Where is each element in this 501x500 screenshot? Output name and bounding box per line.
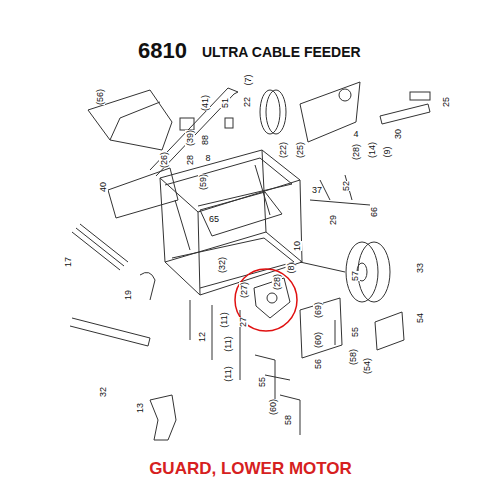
callout-number: 55 [257, 377, 267, 387]
rod-part [70, 318, 150, 346]
callout-number: (28) [272, 274, 282, 290]
callout-number: (11) [223, 336, 233, 351]
callout-number: 30 [393, 129, 403, 139]
callout-number: 12 [197, 332, 207, 342]
callout-number: 40 [98, 182, 108, 192]
bushing-part [225, 118, 233, 128]
callout-number: (69) [313, 302, 323, 318]
callout-number: (8) [285, 263, 295, 274]
callout-number: (32) [217, 257, 227, 273]
callout-number: 17 [63, 257, 73, 267]
pulley-disc [260, 90, 280, 134]
callout-number: 8 [205, 153, 210, 163]
wheel [346, 242, 378, 302]
caption: GUARD, LOWER MOTOR [0, 459, 501, 479]
callout-number: 57 [350, 271, 360, 281]
callout-number: (59) [198, 174, 208, 190]
callout-number: (9) [381, 147, 391, 158]
callout-number: (39) [185, 130, 195, 146]
callout-number: 32 [98, 387, 108, 397]
callout-number: (14) [367, 142, 377, 158]
callout-number: 66 [369, 207, 379, 217]
highlight-circle [235, 269, 297, 331]
callout-number: (22) [278, 142, 288, 158]
callout-number: (60) [313, 332, 323, 348]
bar-part [380, 104, 430, 124]
pin-part [255, 320, 335, 435]
callout-number: 25 [441, 97, 451, 107]
frame-top [160, 150, 300, 212]
callout-number: (26) [159, 152, 169, 168]
callout-number: 56 [313, 359, 323, 369]
frame-posts [160, 150, 302, 295]
callout-number: 52 [341, 181, 351, 191]
callout-number: 19 [123, 290, 133, 300]
callout-number: 28 [185, 155, 195, 165]
callout-number: 54 [415, 313, 425, 323]
callout-number: 29 [328, 215, 338, 225]
callout-number: 88 [200, 135, 210, 145]
callout-number: (11) [223, 366, 233, 381]
callout-number: (25) [295, 142, 305, 158]
motor-plate [300, 298, 342, 358]
rod-part [72, 224, 128, 270]
callout-number: (56) [95, 89, 105, 105]
bracket-plate [375, 312, 404, 350]
guard-hole [267, 293, 277, 303]
frame-bottom [165, 232, 302, 295]
belt-plate [300, 82, 360, 142]
rod-part [310, 175, 370, 205]
pulley-disc [266, 90, 286, 134]
callout-number: 33 [415, 263, 425, 273]
callout-number: 10 [292, 241, 302, 251]
frame-braces [175, 165, 270, 250]
callout-number: (7) [242, 75, 252, 86]
callout-number: (27) [239, 282, 249, 298]
block-part [180, 118, 194, 130]
callout-number: 27 [238, 317, 248, 327]
plate-hole [339, 89, 351, 101]
subtitle: ULTRA CABLE FEEDER [202, 44, 361, 60]
elbow-part [150, 395, 176, 440]
callout-number: (60) [268, 399, 278, 415]
callout-number: (41) [200, 95, 210, 111]
callout-number: 58 [283, 415, 293, 425]
wheel [358, 242, 390, 302]
callout-number: 22 [242, 97, 252, 107]
callout-number: 4 [353, 129, 358, 139]
title-number: 6810 [138, 38, 187, 64]
callout-number: 37 [312, 185, 322, 195]
callout-number: 13 [135, 403, 145, 413]
callout-number: (58) [348, 349, 358, 365]
callout-number: (28) [351, 144, 361, 160]
callout-number: (11) [219, 312, 229, 327]
callout-number: (54) [362, 358, 372, 374]
bent-tube [140, 272, 155, 300]
handle-part [150, 88, 238, 176]
callout-number: 51 [220, 98, 230, 108]
callout-number: 65 [209, 214, 219, 224]
callout-number: 55 [350, 327, 360, 337]
small-plate [410, 92, 430, 100]
axle-part [300, 262, 345, 272]
